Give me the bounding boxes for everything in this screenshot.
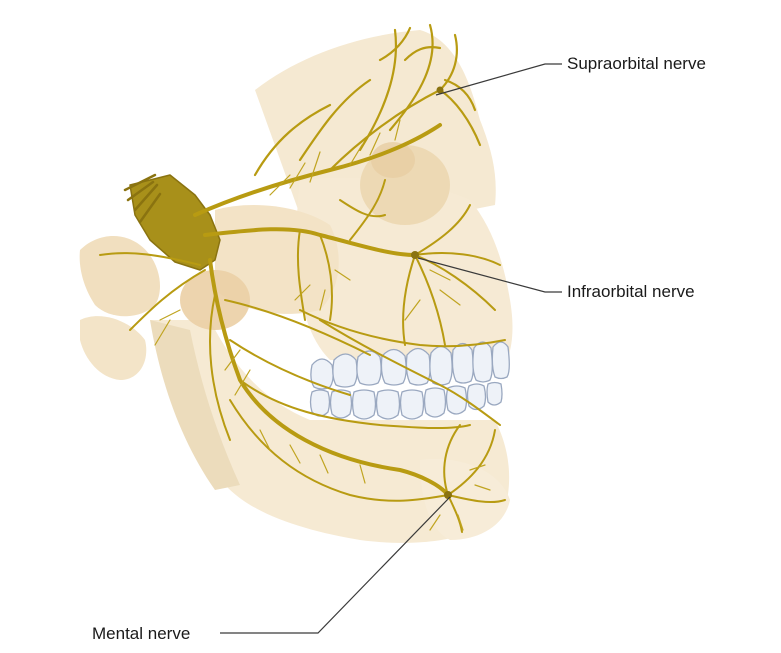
fine-branch — [349, 119, 401, 166]
skull — [79, 30, 513, 543]
fine-branch — [259, 429, 366, 484]
auriculotemporal-branch — [129, 269, 206, 331]
forehead-branch — [253, 103, 332, 177]
supraorbital-notch — [436, 86, 444, 94]
upper-tooth — [332, 353, 358, 388]
mandibular-branch — [229, 399, 449, 502]
lower-tooth — [445, 385, 468, 415]
fine-branch — [404, 269, 461, 321]
masseteric-branch — [209, 294, 231, 441]
supraorbital-leader — [435, 63, 562, 96]
maxilla-bone — [296, 177, 513, 365]
infraorbital-branch — [414, 252, 501, 266]
maxillary-branch — [319, 234, 333, 321]
forehead-branch — [388, 23, 434, 132]
nerves — [99, 23, 506, 533]
mental-branch — [447, 494, 506, 504]
mental-nerve-label: Mental nerve — [92, 624, 191, 643]
lingual-branch — [229, 339, 351, 396]
fine-branch — [429, 464, 491, 531]
teeth — [309, 341, 510, 420]
auriculotemporal-branch — [99, 252, 201, 266]
infraorbital-leader — [417, 257, 562, 293]
maxillary-branch — [349, 179, 386, 241]
orbit-rim — [371, 142, 415, 178]
fine-branch — [154, 309, 181, 346]
buccal-branch — [224, 299, 371, 356]
supraorbital-nerve-label: Supraorbital nerve — [567, 54, 706, 73]
alveolar-branch — [299, 309, 506, 348]
inferior-alveolar-branch — [239, 379, 471, 430]
forehead-branch — [358, 28, 397, 152]
forehead-branch — [378, 26, 412, 62]
upper-tooth — [380, 348, 407, 386]
mental-branch — [447, 429, 496, 496]
mastoid-process — [80, 316, 147, 380]
temporal-bone — [79, 235, 160, 317]
upper-tooth — [356, 350, 382, 386]
upper-tooth — [405, 347, 431, 386]
lower-tooth — [486, 381, 503, 406]
upper-tooth — [429, 345, 453, 386]
trigeminal-ganglion — [129, 174, 221, 271]
alveolar-branch — [319, 319, 501, 426]
infraorbital-branch — [414, 254, 446, 346]
fine-branch — [269, 151, 321, 196]
mental-leader — [220, 496, 451, 634]
lower-tooth — [423, 387, 447, 418]
nerve-root — [123, 173, 162, 224]
lower-tooth — [375, 389, 401, 420]
mental-foramen — [444, 491, 452, 499]
ramus-shadow — [150, 320, 240, 490]
upper-tooth — [451, 342, 474, 384]
infraorbital-branch — [414, 254, 496, 311]
upper-tooth — [310, 358, 334, 390]
fine-branch — [294, 269, 351, 311]
maxillary-branch — [339, 199, 386, 218]
infraorbital-foramen — [411, 251, 419, 259]
lower-tooth — [399, 389, 425, 420]
supraorbital-branch — [328, 33, 458, 172]
lower-tooth — [351, 389, 377, 420]
lower-tooth — [329, 389, 353, 419]
forehead-branch — [298, 78, 372, 162]
upper-tooth — [491, 341, 510, 380]
infraorbital-nerve-label: Infraorbital nerve — [567, 282, 695, 301]
infraorbital-branch — [414, 204, 471, 256]
upper-tooth — [472, 341, 493, 383]
forehead-branch — [403, 46, 442, 62]
fine-branch — [224, 349, 251, 396]
infraorbital-branch — [402, 254, 416, 346]
mandibular-trunk — [208, 258, 450, 497]
mental-branch — [443, 424, 461, 496]
forehead-branch — [443, 78, 477, 112]
lower-tooth — [466, 383, 487, 411]
lower-tooth — [309, 389, 331, 417]
leader-lines — [220, 63, 562, 634]
